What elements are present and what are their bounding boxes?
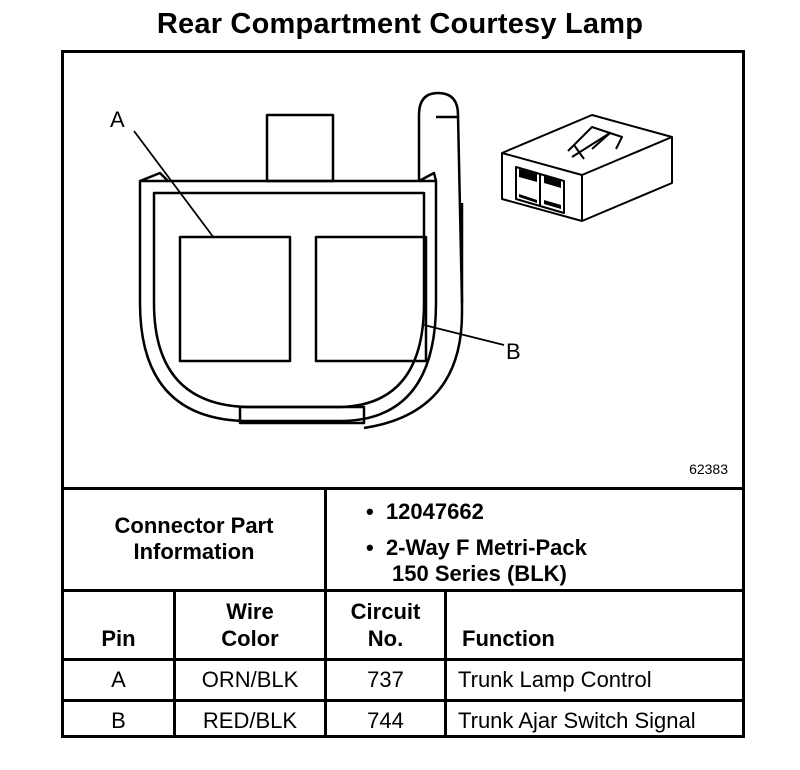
leader-b [423,324,505,346]
divider-header [64,658,742,661]
row-b-wire: RED/BLK [202,708,298,733]
header-pin: Pin [101,626,136,651]
row-a-wire: ORN/BLK [201,667,299,692]
leader-a [133,130,215,239]
row-b-circuit: 744 [367,708,404,733]
divider-col-1 [173,591,176,738]
cavity-b [314,235,428,363]
cavity-a [178,235,292,363]
connector-series: 150 Series (BLK) [392,561,567,586]
part-number: 12047662 [385,499,484,524]
row-a-pin: A [111,667,126,692]
header-circuit-no: Circuit No. [350,599,421,651]
connector-frame: A B 62383 Connector Part Information • 1… [61,50,745,738]
pin-label-b: B [506,339,521,364]
connector-info-details: • 12047662 • 2-Way F Metri-Pack 150 Seri… [366,499,587,586]
connector-diagram: A B [110,91,673,430]
row-b-pin: B [111,708,126,733]
row-a-function: Trunk Lamp Control [458,667,652,692]
connector-latch [417,91,464,304]
connector-isometric-view [501,114,673,222]
divider-col-2 [324,591,327,738]
connector-info-label: Connector Part Information [114,513,274,564]
divider-diagram [64,487,742,490]
header-wire-color: Wire Color [221,599,279,651]
connector-top-tab [265,113,335,183]
figure-number: 62383 [689,461,728,477]
connector-description: 2-Way F Metri-Pack [385,535,587,560]
connector-body-outer [138,179,438,423]
page-title: Rear Compartment Courtesy Lamp [156,8,644,40]
divider-row-a [64,699,742,702]
divider-info [64,589,742,592]
header-function: Function [462,626,555,651]
row-a-circuit: 737 [367,667,404,692]
row-b-function: Trunk Ajar Switch Signal [458,708,696,733]
connector-bottom-lip [238,405,366,425]
divider-info-vertical [324,489,327,589]
divider-col-3 [444,591,447,738]
pin-label-a: A [110,107,125,132]
